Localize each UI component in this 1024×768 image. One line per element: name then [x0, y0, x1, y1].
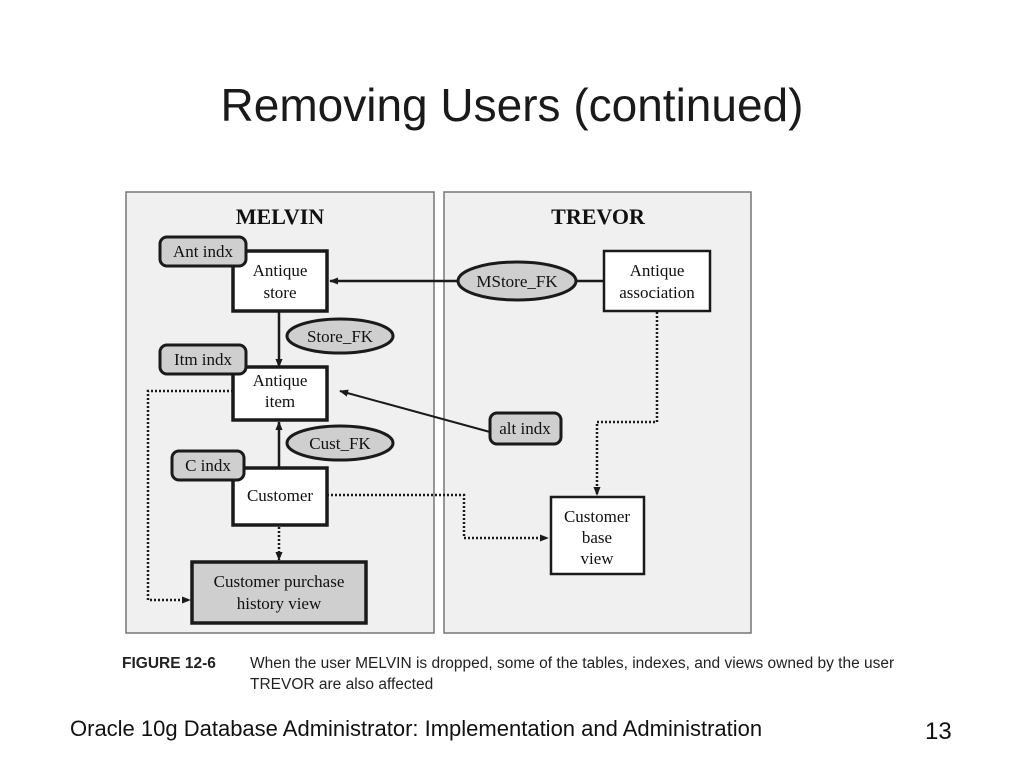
- ant-indx-index: [158, 235, 248, 268]
- customer-purchase-history-view: [190, 560, 368, 625]
- mstore-fk-constraint: [456, 260, 578, 302]
- mstore-fk-label: MStore_FK: [476, 272, 558, 291]
- antique-item-label-line2: item: [265, 392, 295, 411]
- cust-fk-constraint: [285, 424, 395, 462]
- purchase-view-label-line2: history view: [237, 594, 322, 613]
- customer-to-base-view-dotted-arrow: [327, 493, 549, 542]
- customer-label: Customer: [247, 486, 313, 505]
- antique-association-table: [602, 249, 712, 313]
- slide-title: Removing Users (continued): [220, 79, 804, 131]
- antique-item-table: [231, 365, 329, 422]
- ant-indx-label: Ant indx: [173, 242, 233, 261]
- c-indx-label: C indx: [185, 456, 231, 475]
- antique-association-label-line2: association: [619, 283, 695, 302]
- page-number: 13: [925, 718, 952, 745]
- antique-store-label-line1: Antique: [253, 261, 308, 280]
- antique-item-label-line1: Antique: [253, 371, 308, 390]
- itm-indx-label: Itm indx: [174, 350, 233, 369]
- cust-fk-label: Cust_FK: [309, 434, 371, 453]
- antique-item-to-purchase-view-dotted-arrow: [146, 389, 233, 604]
- store-fk-label: Store_FK: [307, 327, 374, 346]
- base-view-label-line1: Customer: [564, 507, 630, 526]
- figure-caption-text: When the user MELVIN is dropped, some of…: [250, 655, 895, 693]
- antique-store-label-line2: store: [263, 283, 296, 302]
- antique-association-to-base-view-dotted-arrow: [593, 312, 659, 496]
- c-indx-index: [170, 449, 246, 482]
- purchase-view-label-line1: Customer purchase: [214, 572, 345, 591]
- antique-store-table: [231, 249, 329, 313]
- base-view-label-line3: view: [580, 549, 614, 568]
- base-view-label-line2: base: [582, 528, 612, 547]
- figure-number: FIGURE 12-6: [122, 655, 216, 672]
- melvin-header: MELVIN: [236, 204, 325, 229]
- itm-indx-index: [158, 343, 248, 376]
- alt-indx-to-antique-item-arrow: [339, 389, 491, 433]
- antique-association-label-line1: Antique: [630, 261, 685, 280]
- customer-base-view: [549, 495, 646, 576]
- store-fk-constraint: [285, 317, 395, 355]
- trevor-header: TREVOR: [551, 204, 646, 229]
- footer-course-title: Oracle 10g Database Administrator: Imple…: [70, 716, 763, 741]
- customer-table: [231, 466, 329, 527]
- alt-indx-index: [488, 411, 563, 446]
- alt-indx-label: alt indx: [499, 419, 551, 438]
